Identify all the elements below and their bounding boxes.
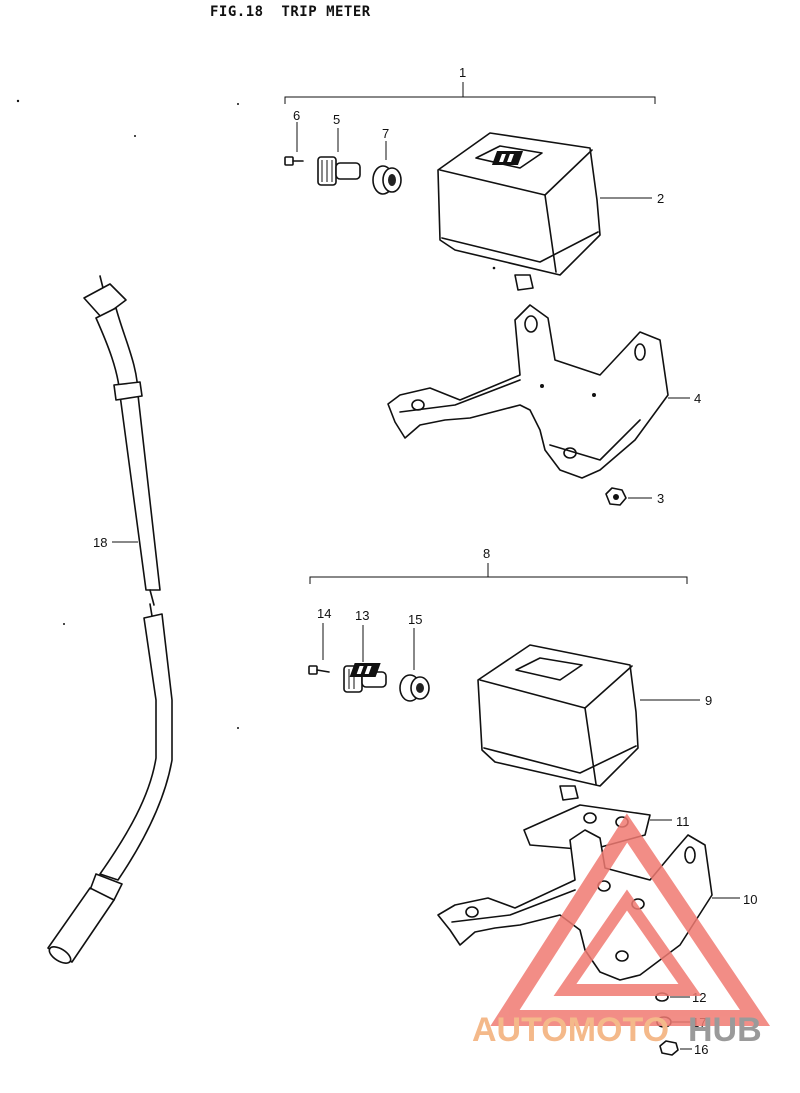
group-bracket-1 xyxy=(284,82,656,104)
callout-6: 6 xyxy=(293,108,300,123)
watermark-text-automoto: AUTOMOTO xyxy=(472,1011,669,1049)
screw-part-14 xyxy=(308,623,330,675)
group-bracket-8 xyxy=(309,563,688,584)
callout-14: 14 xyxy=(317,606,331,621)
callout-15: 15 xyxy=(408,612,422,627)
bracket-part-4 xyxy=(387,304,690,479)
callout-11: 11 xyxy=(676,814,690,829)
watermark-logo xyxy=(490,813,771,1026)
nut-part-16 xyxy=(659,1040,692,1056)
cable-part-18 xyxy=(47,275,173,964)
screw-part-6 xyxy=(284,122,304,166)
callout-1: 1 xyxy=(459,65,466,80)
trip-meter-part-2 xyxy=(437,132,652,291)
nut-part-3 xyxy=(605,487,652,506)
callout-3: 3 xyxy=(657,491,664,506)
callout-9: 9 xyxy=(705,693,712,708)
figure-title: FIG.18 TRIP METER xyxy=(210,4,371,20)
watermark-wordmark: AUTOMOTO HUB xyxy=(472,1011,762,1049)
trip-meter-part-9 xyxy=(349,644,700,801)
callout-18: 18 xyxy=(93,535,107,550)
callout-7: 7 xyxy=(382,126,389,141)
socket-part-13 xyxy=(343,625,387,693)
callout-5: 5 xyxy=(333,112,340,127)
callout-2: 2 xyxy=(657,191,664,206)
callout-4: 4 xyxy=(694,391,701,406)
callout-8: 8 xyxy=(483,546,490,561)
callout-10: 10 xyxy=(743,892,757,907)
grommet-part-7 xyxy=(372,141,402,195)
socket-part-5 xyxy=(317,128,361,186)
scan-specks xyxy=(16,99,496,729)
watermark-text-hub: HUB xyxy=(688,1011,762,1049)
callout-13: 13 xyxy=(355,608,369,623)
callout-16: 16 xyxy=(694,1042,708,1057)
grommet-part-15 xyxy=(399,628,430,702)
